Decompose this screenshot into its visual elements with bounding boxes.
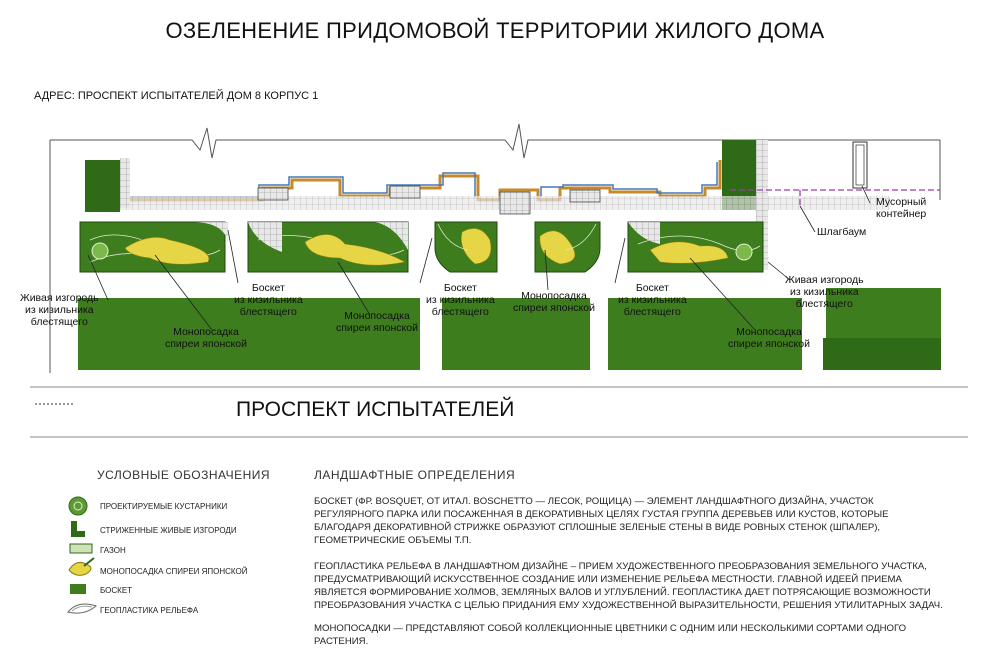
flower-bed-2 <box>247 221 409 273</box>
legend-item-spirea: МОНОПОСАДКА СПИРЕИ ЯПОНСКОЙ <box>100 567 248 576</box>
address-label: АДРЕС: ПРОСПЕКТ ИСПЫТАТЕЛЕЙ ДОМ 8 КОРПУС… <box>34 90 319 102</box>
legend-item-hedges: СТРИЖЕННЫЕ ЖИВЫЕ ИЗГОРОДИ <box>100 526 237 535</box>
page-title: ОЗЕЛЕНЕНИЕ ПРИДОМОВОЙ ТЕРРИТОРИИ ЖИЛОГО … <box>165 18 825 43</box>
street-name: ПРОСПЕКТ ИСПЫТАТЕЛЕЙ <box>236 398 515 421</box>
flower-bed-3 <box>434 221 498 273</box>
flower-bed-4 <box>534 221 601 273</box>
legend-icons <box>67 496 98 614</box>
definitions-title: ЛАНДШАФТНЫЕ ОПРЕДЕЛЕНИЯ <box>314 468 516 482</box>
trash-container <box>852 141 868 189</box>
hedge-icon <box>71 521 85 537</box>
legend-item-shrubs: ПРОЕКТИРУЕМЫЕ КУСТАРНИКИ <box>100 502 228 511</box>
legend-item-relief: ГЕОПЛАСТИКА РЕЛЬЕФА <box>100 606 199 615</box>
callout-barrier: Шлагбаум <box>817 226 867 238</box>
legend-title: УСЛОВНЫЕ ОБОЗНАЧЕНИЯ <box>97 468 271 482</box>
flower-bed-1 <box>79 221 229 273</box>
relief-icon <box>67 603 98 614</box>
lawn-icon <box>69 543 93 554</box>
legend-item-lawn: ГАЗОН <box>100 546 126 555</box>
entrance-steps <box>257 187 289 201</box>
definition-bosket: БОСКЕТ (ФР. BOSQUET, ОТ ИТАЛ. BOSCHETTO … <box>314 496 889 546</box>
site-plan <box>30 123 968 438</box>
definition-geoplastics: ГЕОПЛАСТИКА РЕЛЬЕФА В ЛАНДШАФТНОМ ДИЗАЙН… <box>314 561 943 611</box>
definition-monoplanting: МОНОПОСАДКИ — ПРЕДСТАВЛЯЮТ СОБОЙ КОЛЛЕКЦ… <box>314 623 907 647</box>
street-lines <box>30 386 968 438</box>
legend-item-bosket: БОСКЕТ <box>100 586 133 595</box>
callout-leaders <box>87 185 871 331</box>
entrance-steps <box>569 189 601 203</box>
barrier-line <box>730 189 940 208</box>
lawn-blocks <box>78 288 941 370</box>
shrub-icon <box>68 496 88 516</box>
building-facade <box>123 160 722 202</box>
entrance-steps <box>389 185 421 199</box>
spirea-icon <box>68 557 95 576</box>
hedge-block-left <box>85 160 120 212</box>
entrance-steps <box>499 191 531 215</box>
paving-strip <box>120 158 130 208</box>
bosket-icon <box>70 584 86 594</box>
